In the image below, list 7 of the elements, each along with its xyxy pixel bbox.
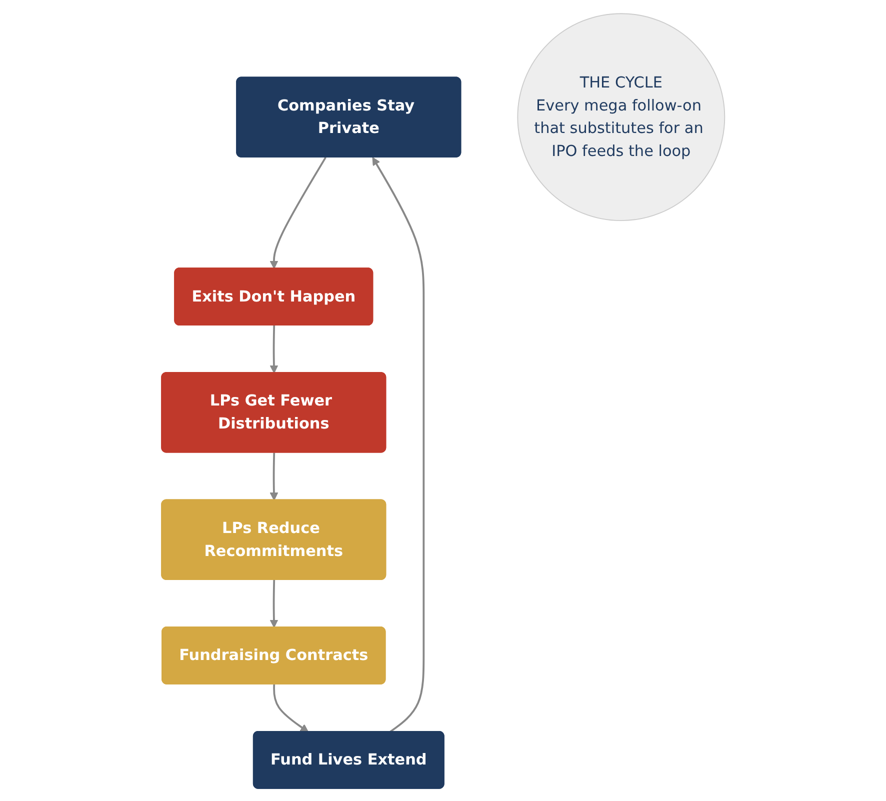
arrow (270, 156, 326, 268)
node-circle: THE CYCLE Every mega follow-on that substitutes for an IPO feeds the loop (517, 12, 725, 221)
arrow (270, 579, 278, 628)
arrow (270, 324, 278, 373)
arrow (270, 452, 278, 500)
arrow (272, 684, 308, 732)
arrow (372, 156, 424, 732)
